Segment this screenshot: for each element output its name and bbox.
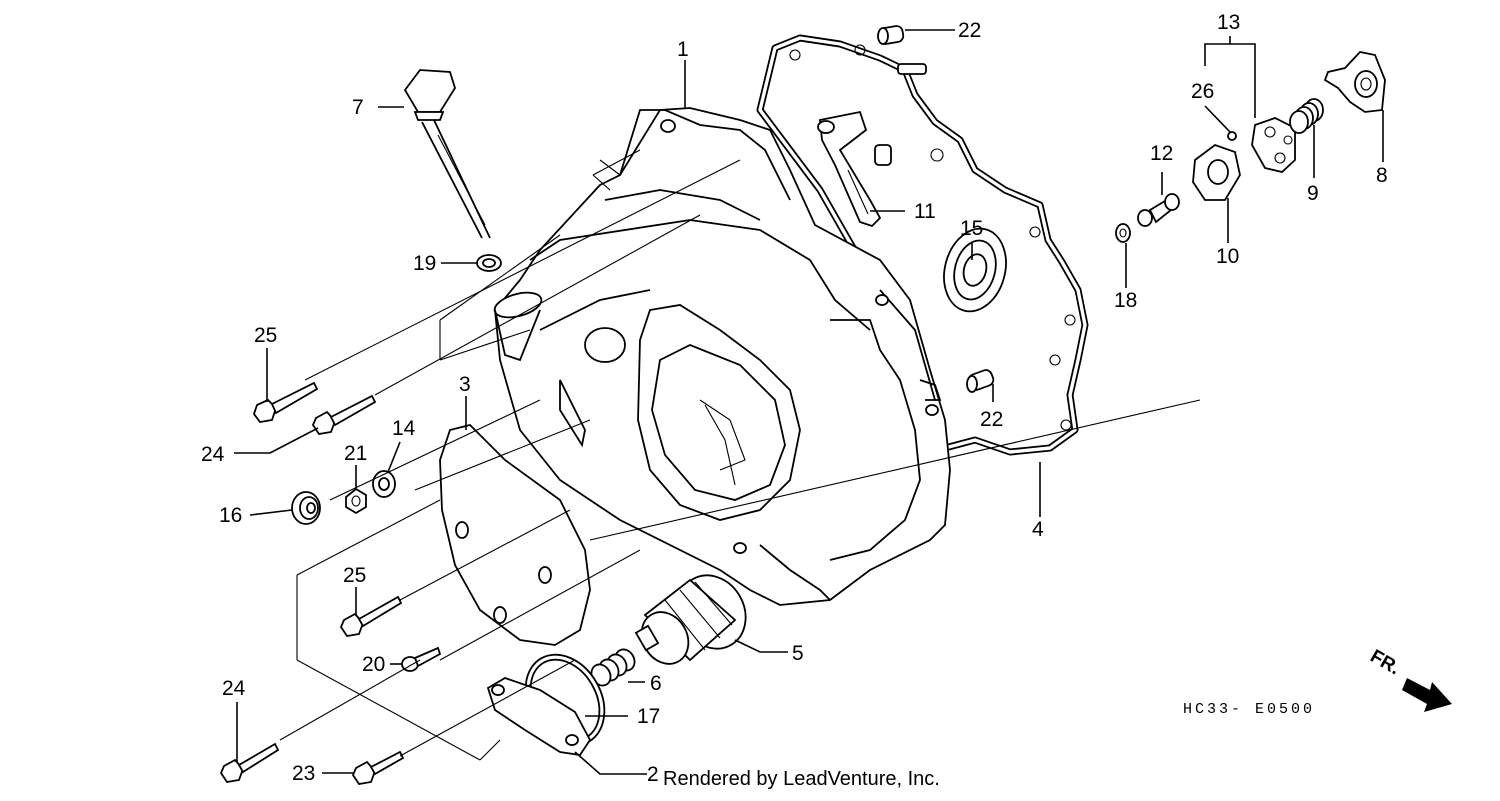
callout-labels: 1 2 3 4 5 6 7 8 9 10 11 12 13 14 15 16 1… [201,11,1388,786]
pin-part-12 [1137,193,1180,227]
callout-4: 4 [1032,518,1044,541]
callout-22-top: 22 [958,19,981,42]
callout-13: 13 [1217,11,1240,34]
crankcase-cover-part-1 [493,107,951,606]
callout-3: 3 [459,373,471,396]
bolt-part-24-bottom [219,742,280,783]
cover-plate-part-3 [439,424,591,646]
callout-26: 26 [1191,80,1214,103]
leader-lines [234,29,1384,775]
fr-label: FR. [1367,646,1404,679]
ball-part-26 [1227,131,1237,141]
dipstick-part-7 [403,69,491,239]
callout-24-bottom: 24 [222,677,246,700]
bolt-part-25-top [252,381,319,423]
reference-lines [279,159,1201,761]
stopper-part-8 [1323,51,1386,113]
callout-23: 23 [292,762,315,785]
bolt-part-25-bottom [339,595,403,637]
dowel-pin-22-bottom [966,369,995,393]
callout-25-top: 25 [254,324,277,347]
callout-15: 15 [960,217,983,240]
oil-filter-part-5 [634,574,747,665]
callout-16: 16 [219,504,242,527]
cam-part-10 [1192,143,1241,201]
callout-8: 8 [1376,164,1388,187]
callout-24-top: 24 [201,443,225,466]
o-ring-part-19 [476,254,502,272]
washer-part-14 [372,470,396,498]
callout-18: 18 [1114,289,1137,312]
callout-21: 21 [344,442,367,465]
callout-1: 1 [677,38,689,61]
front-direction-arrow: FR. [1367,646,1452,712]
callout-2: 2 [647,763,659,786]
bearing-part-15 [943,227,1007,313]
callout-5: 5 [792,642,804,665]
spring-part-6 [590,648,636,687]
stud-pin [897,63,927,75]
dowel-pin-22-top [877,25,905,45]
callout-17: 17 [637,705,660,728]
render-credit: Rendered by LeadVenture, Inc. [663,768,940,790]
drawing-code: HC33- E0500 [1183,701,1315,718]
filter-cover-part-2 [486,677,592,756]
callout-11: 11 [914,200,936,223]
seal-part-16 [291,491,321,525]
callout-22-bottom: 22 [980,408,1003,431]
bolt-part-23 [351,750,405,785]
callout-20: 20 [362,653,385,676]
callout-6: 6 [650,672,662,695]
callout-10: 10 [1216,245,1239,268]
plate-part-13 [1251,117,1296,173]
washer-part-18 [1115,223,1131,243]
callout-7: 7 [352,96,364,119]
lever-part-11 [817,110,892,228]
nut-part-21 [345,487,367,515]
callout-19: 19 [413,252,436,275]
callout-9: 9 [1307,182,1319,205]
callout-12: 12 [1150,142,1173,165]
callout-25-bottom: 25 [343,564,366,587]
bolt-part-24-top [311,394,377,435]
callout-14: 14 [392,417,416,440]
spring-part-9 [1289,98,1324,134]
